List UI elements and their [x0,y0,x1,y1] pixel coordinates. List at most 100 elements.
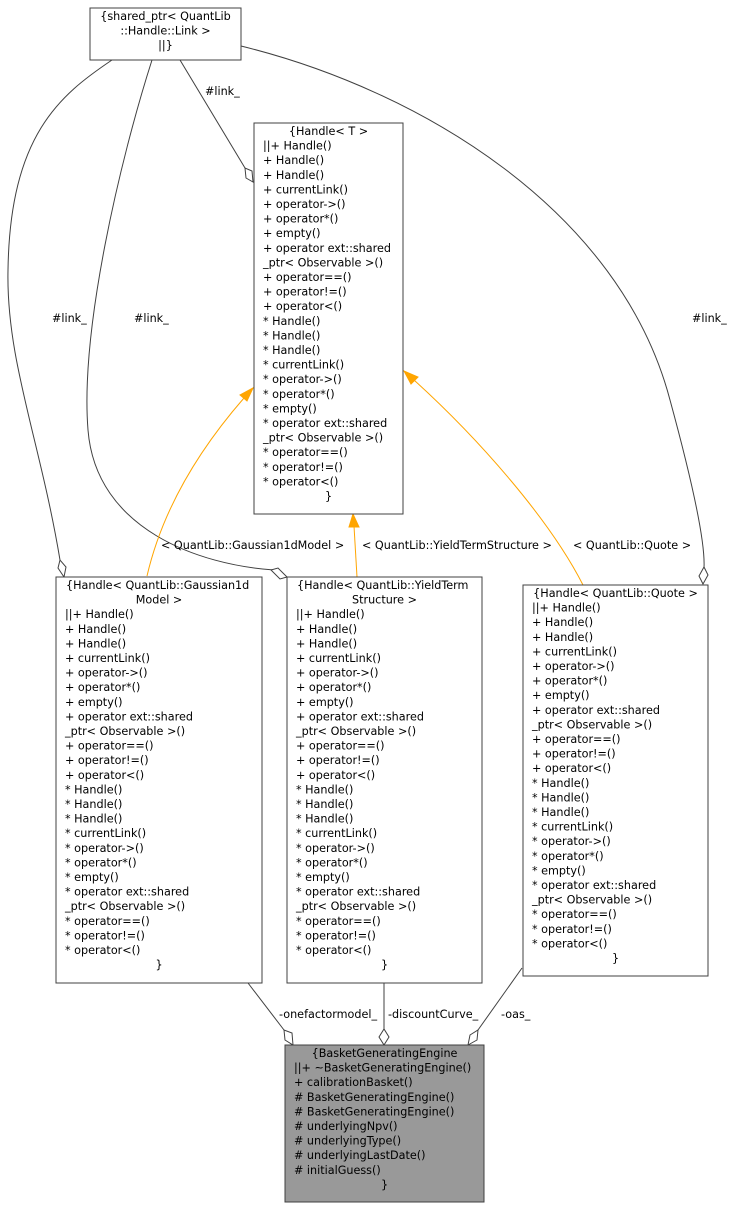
node-handle-t[interactable]: {Handle< T >||+ Handle()+ Handle()+ Hand… [253,122,404,515]
node-line: * Handle() [532,806,589,819]
node-shared-ptr-link[interactable]: {shared_ptr< QuantLib::Handle::Link >||} [89,7,242,61]
node-line: * Handle() [296,798,353,811]
node-line: * empty() [296,871,350,884]
node-line: * operator*() [263,388,335,401]
node-line: + operator->() [263,198,345,211]
aggregation-diamond-quote [698,565,709,586]
node-line: ||+ Handle() [65,608,134,621]
label-link-to-handle-t: #link_ [205,85,240,98]
inherit-arrow-gaussian [239,386,255,402]
node-line: + currentLink() [65,652,150,665]
node-line: } [155,959,162,972]
label-onefactormodel: -onefactormodel_ [279,1008,377,1021]
aggregation-diamond-yts [270,567,288,580]
node-line: + operator==() [65,740,154,753]
node-line: {Handle< QuantLib::Quote > [533,587,698,600]
node-line: {Handle< QuantLib::Gaussian1d [66,579,249,592]
node-line: + Handle() [263,154,324,167]
node-line: Model > [136,594,183,607]
node-line: * currentLink() [532,821,613,834]
node-line: * empty() [263,402,317,415]
label-link-to-yts: #link_ [134,312,169,325]
node-line: + operator ext::shared [65,710,193,723]
node-line: # BasketGeneratingEngine() [294,1091,454,1104]
node-line: * currentLink() [65,827,146,840]
label-discountcurve: -discountCurve_ [388,1008,479,1021]
node-line: * Handle() [65,798,122,811]
node-line: * operator==() [263,446,348,459]
node-line: + operator ext::shared [263,242,391,255]
node-line: + operator!=() [263,286,347,299]
edge-link-to-handle-t [179,59,246,169]
node-line: ::Handle::Link > [120,25,210,38]
node-line: + Handle() [296,623,357,636]
node-line: * operator ext::shared [532,879,656,892]
node-line: } [381,959,388,972]
edge-onefactormodel [247,982,285,1031]
node-line: + currentLink() [296,652,381,665]
node-line: * operator*() [532,850,604,863]
edge-inherit-quote [413,379,584,586]
node-box [286,576,483,984]
node-line: * Handle() [263,315,320,328]
node-line: * operator->() [296,842,375,855]
edge-labels: #link_ #link_ #link_ #link_ < QuantLib::… [52,85,727,1021]
label-link-to-quote: #link_ [692,312,727,325]
node-line: # initialGuess() [294,1164,381,1177]
node-line: _ptr< Observable >() [64,725,185,738]
edge-link-to-gaussian [7,59,113,561]
node-line: * currentLink() [296,827,377,840]
node-line: + operator==() [532,733,621,746]
edge-oas [477,967,523,1031]
node-line: # underlyingLastDate() [294,1149,426,1162]
node-box [89,7,242,61]
label-oas: -oas_ [501,1008,531,1021]
edge-inherit-yts [353,525,358,578]
node-line: + empty() [296,696,354,709]
node-handle-gaussian1dmodel[interactable]: {Handle< QuantLib::Gaussian1dModel >||+ … [55,576,263,984]
node-line: * operator ext::shared [263,417,387,430]
node-line: * operator ext::shared [65,886,189,899]
node-line: * currentLink() [263,359,344,372]
node-line: + operator<() [65,769,144,782]
label-inherit-quote: < QuantLib::Quote > [573,539,691,552]
aggregation-diamond-discountcurve [378,1028,390,1046]
node-line: # underlyingType() [294,1135,401,1148]
node-basket-generating-engine[interactable]: {BasketGeneratingEngine||+ ~BasketGenera… [284,1044,485,1203]
node-line: * operator<() [65,944,140,957]
node-line: + currentLink() [263,183,348,196]
node-line: ||+ Handle() [263,140,332,153]
node-line: _ptr< Observable >() [64,900,185,913]
node-line: + Handle() [65,637,126,650]
node-line: + empty() [532,689,590,702]
edges [7,45,709,1046]
node-handle-quote[interactable]: {Handle< QuantLib::Quote >||+ Handle()+ … [522,584,709,977]
node-line: _ptr< Observable >() [262,256,383,269]
node-line: Structure > [352,594,417,607]
node-line: + operator->() [65,667,147,680]
node-line: _ptr< Observable >() [531,894,652,907]
node-line: * operator->() [65,842,144,855]
node-line: * Handle() [263,329,320,342]
node-line: * operator!=() [532,923,612,936]
inherit-arrow-yts [348,512,360,528]
node-line: * operator<() [532,937,607,950]
node-line: + operator*() [65,681,140,694]
node-line: {BasketGeneratingEngine [312,1047,458,1060]
node-line: + Handle() [532,631,593,644]
node-line: * Handle() [296,813,353,826]
edge-link-to-yts [86,59,275,571]
aggregation-diamond-handle-t [244,167,254,183]
node-line: + empty() [65,696,123,709]
node-line: * empty() [532,864,586,877]
node-line: + currentLink() [532,645,617,658]
node-handle-yieldtermstructure[interactable]: {Handle< QuantLib::YieldTermStructure >|… [286,576,483,984]
node-line: * operator ext::shared [296,886,420,899]
node-line: * operator*() [65,856,137,869]
node-line: + operator ext::shared [532,704,660,717]
node-line: + operator!=() [296,754,380,767]
node-line: _ptr< Observable >() [295,725,416,738]
node-line: } [612,952,619,965]
node-line: + operator!=() [65,754,149,767]
node-line: * operator!=() [296,929,376,942]
